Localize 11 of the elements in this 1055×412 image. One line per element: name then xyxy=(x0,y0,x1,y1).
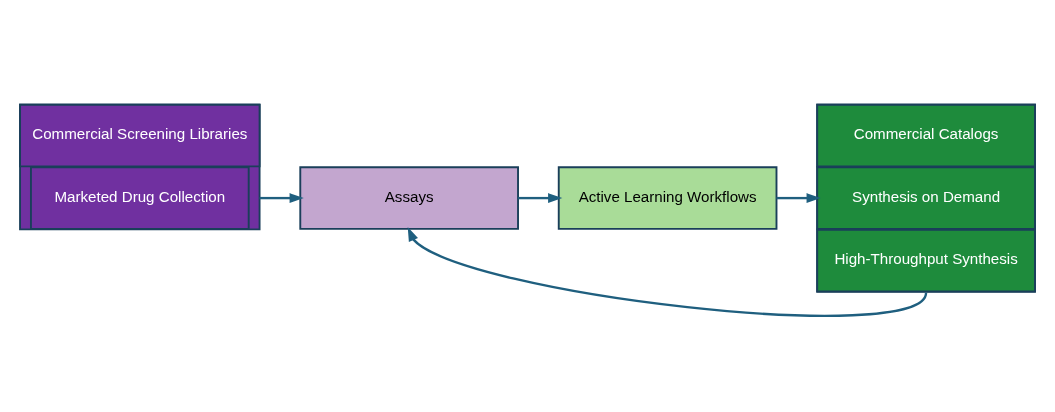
arrow xyxy=(518,192,563,203)
node-box: High-Throughput Synthesis xyxy=(816,228,1036,292)
node-box: Synthesis on Demand xyxy=(816,165,1036,230)
node-box: Assays xyxy=(299,165,519,230)
arrow xyxy=(259,192,304,203)
node-box: Commercial Screening Libraries xyxy=(19,103,261,167)
node-box: Active Learning Workflows xyxy=(557,165,778,230)
node-box: Marketed Drug Collection xyxy=(30,165,250,230)
arrow xyxy=(407,226,927,317)
node-box: Commercial Catalogs xyxy=(816,103,1036,167)
arrow xyxy=(776,192,821,203)
